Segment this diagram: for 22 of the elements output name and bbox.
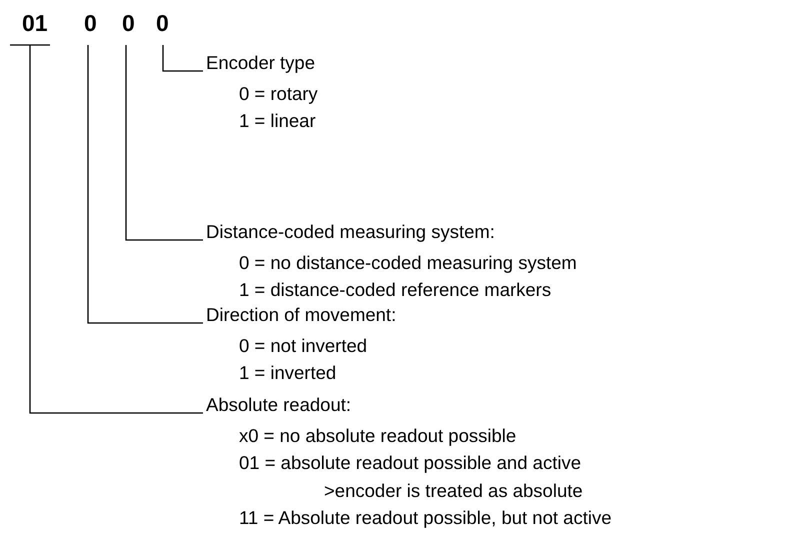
code-digit: 0 xyxy=(84,10,97,36)
code-digit: 0 xyxy=(122,10,135,36)
leader-line xyxy=(87,45,203,324)
option-text: 11 = Absolute readout possible, but not active xyxy=(239,506,612,530)
leader-line xyxy=(9,44,204,414)
option-text: 1 = distance-coded reference markers xyxy=(239,278,552,302)
option-text: 0 = rotary xyxy=(239,82,318,106)
leader-line xyxy=(125,45,203,241)
code-digit: 01 xyxy=(22,10,48,36)
option-text: 1 = linear xyxy=(239,109,316,133)
option-text: >encoder is treated as absolute xyxy=(324,478,583,502)
code-digit: 0 xyxy=(156,10,169,36)
option-text: 0 = no distance-coded measuring system xyxy=(239,250,577,275)
parameter-heading: Absolute readout: xyxy=(206,393,352,417)
leader-line xyxy=(162,45,203,72)
parameter-heading: Direction of movement: xyxy=(206,303,396,327)
option-text: x0 = no absolute readout possible xyxy=(239,424,516,448)
parameter-heading: Distance-coded measuring system: xyxy=(206,220,495,244)
option-text: 1 = inverted xyxy=(239,361,336,385)
option-text: 01 = absolute readout possible and active xyxy=(239,451,581,475)
parameter-heading: Encoder type xyxy=(206,51,316,75)
option-text: 0 = not inverted xyxy=(239,334,368,358)
